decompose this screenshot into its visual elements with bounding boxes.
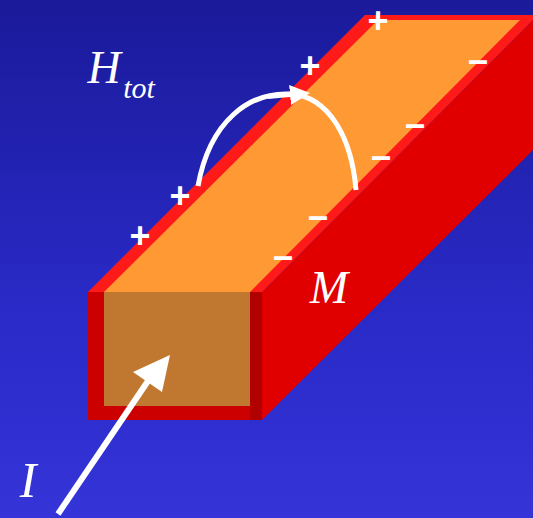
negative-charge: – <box>468 42 488 78</box>
positive-charge: + <box>367 3 388 39</box>
front-edge <box>250 292 262 420</box>
negative-charge: – <box>405 106 425 142</box>
positive-charge: + <box>299 48 320 84</box>
field-arrowhead <box>268 94 300 97</box>
magnetization-symbol: M <box>310 265 348 311</box>
top-rim <box>88 15 533 292</box>
current-symbol: I <box>20 455 37 505</box>
top-face <box>104 20 520 292</box>
negative-charge: – <box>371 138 391 174</box>
field-subscript: tot <box>123 73 155 103</box>
negative-charge: – <box>273 238 293 274</box>
field-symbol: H <box>87 45 120 91</box>
negative-charge: – <box>308 198 328 234</box>
field-arc <box>198 94 356 190</box>
front-face <box>104 292 250 406</box>
positive-charge: + <box>129 218 150 254</box>
current-arrowhead <box>133 355 170 392</box>
positive-charge: + <box>169 178 190 214</box>
front-frame <box>88 292 262 420</box>
current-arrow <box>58 378 150 514</box>
